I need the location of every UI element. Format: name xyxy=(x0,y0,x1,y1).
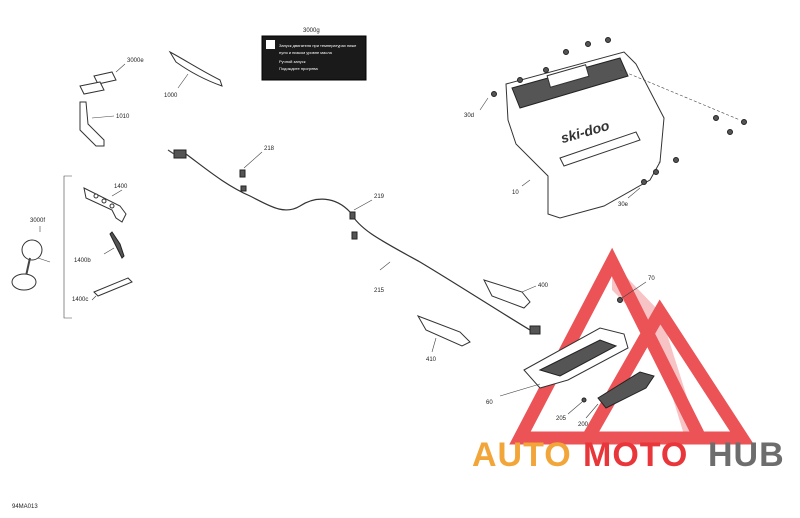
decal-3000e: 3000e xyxy=(79,58,144,95)
part-400-shape xyxy=(483,279,531,309)
warning-icon xyxy=(266,40,275,49)
screws-30e: 30e xyxy=(618,69,747,208)
callout-1000: 1000 xyxy=(164,93,178,99)
callout-219: 219 xyxy=(374,194,385,200)
watermark-auto: AUTO xyxy=(472,436,572,474)
part-200-lens: 200 xyxy=(578,371,655,428)
part-205-bracket: 205 xyxy=(556,397,587,422)
clip-219: 219 xyxy=(349,194,385,240)
callout-1400c: 1400c xyxy=(72,297,88,303)
panel-slot xyxy=(559,131,641,167)
part-10-panel: ski-doo 10 xyxy=(505,51,665,219)
warning-label-plate xyxy=(261,35,367,81)
mirror-base xyxy=(11,273,37,291)
part-1400-wrench xyxy=(83,187,127,223)
watermark-hub: HUB xyxy=(708,436,785,474)
callout-3000f: 3000f xyxy=(30,218,45,224)
warning-line3: Ручной запуск xyxy=(279,59,306,64)
warning-line2: нуля и низком уровне масла xyxy=(279,50,333,55)
part-3000f-mirror: 3000f xyxy=(11,218,51,291)
callout-3000e: 3000e xyxy=(127,58,144,64)
cable-215: 215 xyxy=(167,149,541,335)
callout-30e: 30e xyxy=(618,202,629,208)
part-60-inner xyxy=(538,339,618,377)
callout-60: 60 xyxy=(486,400,493,406)
mirror-top xyxy=(21,239,43,261)
part-410-shape xyxy=(416,315,471,347)
callout-1400: 1400 xyxy=(114,184,128,190)
screws-30d: 30d xyxy=(464,37,611,119)
watermark-arrow xyxy=(612,262,700,438)
callout-410: 410 xyxy=(426,357,437,363)
decal-3000e-top xyxy=(93,71,117,85)
diagram-code: 94MA013 xyxy=(12,504,38,510)
callout-1400b: 1400b xyxy=(74,258,91,264)
part-410-reflector: 410 xyxy=(416,315,471,363)
callout-3000g: 3000g xyxy=(303,28,320,34)
decal-3000e-bottom xyxy=(79,81,105,95)
part-1400c-screwdriver xyxy=(93,277,133,297)
part-400-reflector: 400 xyxy=(483,279,549,309)
callout-70: 70 xyxy=(648,276,655,282)
callout-205: 205 xyxy=(556,416,567,422)
part-200-shape xyxy=(597,371,655,409)
callout-10: 10 xyxy=(512,190,519,196)
part-1400b-key xyxy=(109,231,125,259)
watermark-triangle-right xyxy=(576,299,754,445)
cable-line xyxy=(185,153,531,331)
callout-215: 215 xyxy=(374,288,385,294)
callout-400: 400 xyxy=(538,283,549,289)
part-1010-shape xyxy=(79,101,105,147)
watermark-logo xyxy=(509,247,754,445)
watermark-text: AUTO MOTO HUB xyxy=(472,436,785,474)
part-60-taillight: 60 xyxy=(486,327,629,406)
panel-lower xyxy=(547,161,661,219)
callout-218: 218 xyxy=(264,146,275,152)
part-1000-shape xyxy=(168,50,223,87)
clip-219-body xyxy=(349,211,356,220)
watermark-moto: MOTO xyxy=(583,436,688,474)
toolkit-group: 1400 1400b 1400c xyxy=(63,175,133,319)
clip-218-body xyxy=(239,169,246,178)
screw-70: 70 xyxy=(617,276,655,303)
part-1000: 1000 xyxy=(164,50,223,99)
toolkit-bracket xyxy=(63,175,72,319)
panel-handle xyxy=(546,64,590,88)
warning-line1: Запуск двигателя при температурах ниже xyxy=(279,43,357,48)
callout-1010: 1010 xyxy=(116,114,130,120)
part-1010: 1010 xyxy=(79,101,130,147)
warning-label-3000g: Запуск двигателя при температурах ниже н… xyxy=(261,28,367,81)
cable-connector-left xyxy=(173,149,187,159)
callout-30d: 30d xyxy=(464,113,474,119)
callout-200: 200 xyxy=(578,422,589,428)
warning-line4: Подождите прогрева xyxy=(279,66,318,71)
cable-connector-right xyxy=(529,325,541,335)
clip-218: 218 xyxy=(239,146,275,192)
